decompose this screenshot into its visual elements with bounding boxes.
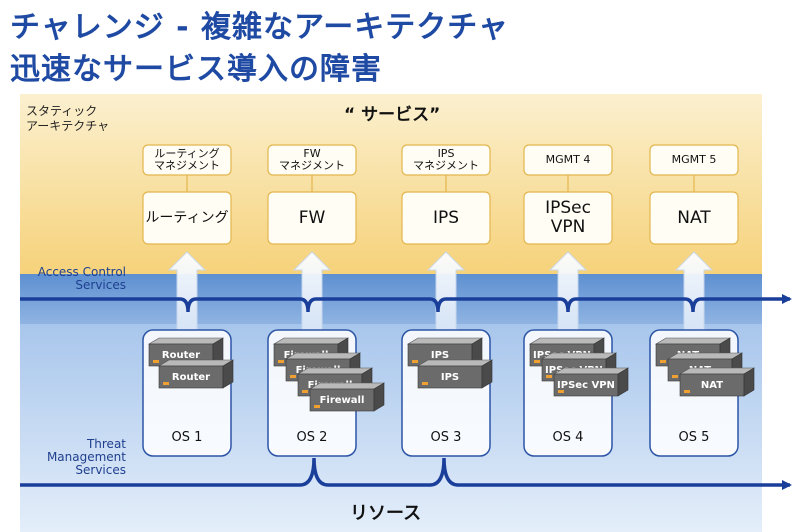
device-label: IPS [441,372,459,383]
device-5-3: NAT [678,367,756,397]
os-boxes: RouterRouterFirewallFirewallFirewallFire… [142,329,756,457]
service-label-3: IPS [432,207,460,228]
static-architecture-label: スタティック アーキテクチャ [26,104,110,133]
mgmt-label-5: MGMT 5 [671,153,717,166]
os-label-4: OS 4 [552,430,584,445]
os-label-5: OS 5 [678,430,710,445]
up-arrow-2 [292,251,332,331]
device-label: Router [172,372,210,383]
access-control-flow-line [20,294,792,313]
service-box-4 [523,191,613,245]
threat-management-label: Threat Management Services [46,437,126,477]
device-label: NAT [701,380,723,391]
service-box-2 [267,191,357,245]
service-box-1 [142,191,232,245]
device-1-2: Router [157,359,235,389]
up-arrow-4 [548,251,588,331]
page-title-line1: チャレンジ - 複雑なアーキテクチャ [10,10,509,45]
service-box-3 [401,191,491,245]
device-label: Router [162,350,200,361]
page-title-line2: 迅速なサービス導入の障害 [10,52,382,87]
service-boxes [142,144,739,245]
service-box-5 [649,191,739,245]
os-label-2: OS 2 [296,430,328,445]
up-arrow-1 [167,251,207,331]
resources-label: リソース [350,503,422,524]
services-header: “ サービス” [344,105,441,125]
access-control-label: Access Control Services [37,265,126,292]
device-label: IPSec VPN [557,380,615,391]
mgmt-label-1: ルーティングマネジメント [154,147,220,172]
up-arrow-5 [674,251,714,331]
services-band [20,94,762,274]
os-label-1: OS 1 [171,430,203,445]
device-2-4: Firewall [308,382,386,412]
service-label-5: NAT [677,207,711,228]
device-3-2: IPS [416,359,494,389]
os-label-3: OS 3 [430,430,462,445]
device-1-1: Router [147,337,225,367]
service-label-2: FW [298,207,326,228]
device-label: Firewall [320,395,365,406]
service-label-1: ルーティング [145,209,229,226]
mgmt-label-4: MGMT 4 [545,153,591,166]
threat-management-flow-line [20,457,792,490]
device-label: IPS [431,350,449,361]
device-4-3: IPSec VPN [552,367,630,397]
